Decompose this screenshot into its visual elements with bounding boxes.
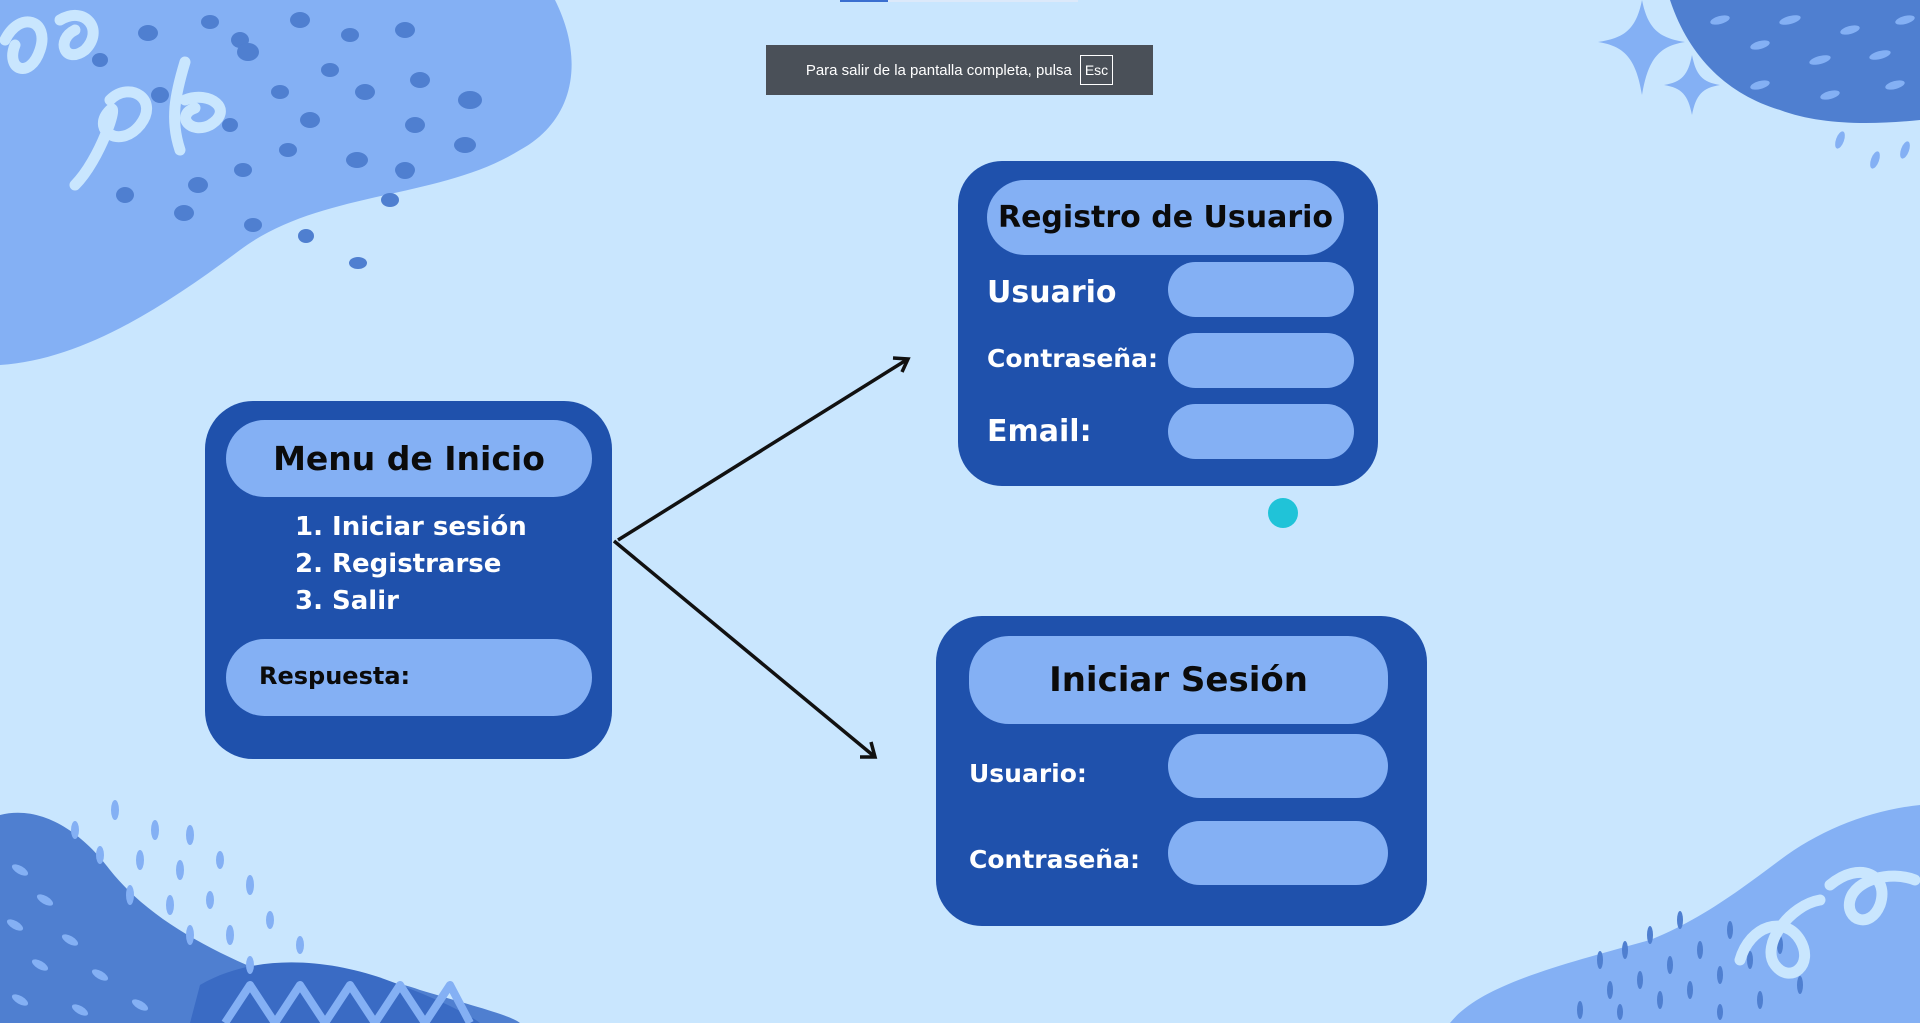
register-title: Registro de Usuario — [997, 200, 1334, 235]
register-card: Registro de Usuario Usuario Contraseña: … — [958, 161, 1378, 486]
arrow-head-login — [860, 741, 878, 759]
register-title-pill: Registro de Usuario — [987, 180, 1344, 255]
fullscreen-exit-hint: Para salir de la pantalla completa, puls… — [766, 45, 1153, 95]
arrow-head-register — [892, 356, 911, 373]
login-password-input[interactable] — [1168, 821, 1388, 885]
menu-option-login[interactable]: 1. Iniciar sesión — [295, 512, 527, 542]
arrow-to-register — [617, 357, 909, 542]
top-indicator — [840, 0, 888, 2]
top-indicator-track — [888, 0, 1078, 2]
menu-card: Menu de Inicio 1. Iniciar sesión 2. Regi… — [205, 401, 612, 759]
register-email-label: Email: — [987, 414, 1092, 449]
menu-title-pill: Menu de Inicio — [226, 420, 592, 497]
register-user-input[interactable] — [1168, 262, 1354, 317]
menu-title: Menu de Inicio — [273, 439, 545, 478]
esc-key-badge: Esc — [1079, 55, 1114, 85]
laser-pointer-dot — [1268, 498, 1298, 528]
answer-label: Respuesta: — [259, 662, 411, 690]
answer-field[interactable]: Respuesta: — [226, 639, 592, 716]
arrow-to-login — [612, 539, 877, 759]
register-user-label: Usuario — [987, 275, 1117, 310]
menu-option-register[interactable]: 2. Registrarse — [295, 549, 502, 579]
login-title-pill: Iniciar Sesión — [969, 636, 1388, 724]
login-card: Iniciar Sesión Usuario: Contraseña: — [936, 616, 1427, 926]
login-user-input[interactable] — [1168, 734, 1388, 798]
login-user-label: Usuario: — [969, 759, 1087, 788]
register-password-label: Contraseña: — [987, 344, 1158, 373]
menu-options: 1. Iniciar sesión 2. Registrarse 3. Sali… — [295, 509, 527, 620]
fullscreen-hint-text: Para salir de la pantalla completa, puls… — [805, 61, 1072, 79]
menu-option-exit[interactable]: 3. Salir — [295, 586, 399, 616]
login-title: Iniciar Sesión — [1049, 660, 1308, 700]
login-password-label: Contraseña: — [969, 845, 1140, 874]
register-email-input[interactable] — [1168, 404, 1354, 459]
register-password-input[interactable] — [1168, 333, 1354, 388]
